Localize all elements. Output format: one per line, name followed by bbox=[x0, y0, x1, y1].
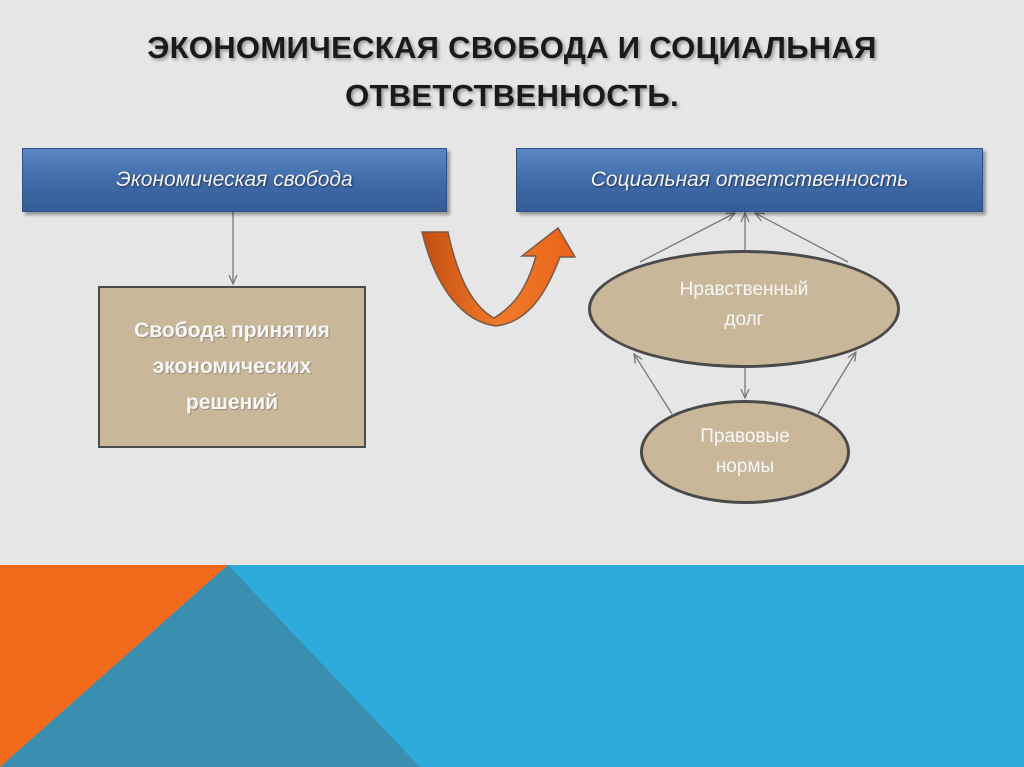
title-line-2: ОТВЕТСТВЕННОСТЬ. bbox=[345, 78, 679, 113]
slide-title: ЭКОНОМИЧЕСКАЯ СВОБОДА И СОЦИАЛЬНАЯ ОТВЕТ… bbox=[60, 24, 964, 120]
connector-moral-right-to-social bbox=[755, 213, 849, 263]
curved-u-arrow-icon bbox=[421, 226, 577, 327]
decorative-bottom-band bbox=[0, 565, 1024, 767]
moral-duty-ellipse: Нравственный долг bbox=[588, 250, 900, 368]
legal-norms-label: Правовые нормы bbox=[700, 426, 790, 477]
moral-duty-label: Нравственный долг bbox=[679, 279, 809, 330]
economic-freedom-box: Экономическая свобода bbox=[22, 148, 447, 212]
social-responsibility-label: Социальная ответственность bbox=[590, 168, 909, 191]
social-responsibility-box: Социальная ответственность bbox=[516, 148, 983, 212]
legal-norms-ellipse: Правовые нормы bbox=[640, 400, 850, 504]
connector-moral-left-to-social bbox=[639, 213, 735, 263]
economic-freedom-label: Экономическая свобода bbox=[116, 168, 353, 191]
decision-freedom-label: Свобода принятия экономических решений bbox=[134, 319, 330, 414]
connector-law-left-to-moral bbox=[634, 354, 673, 415]
title-line-1: ЭКОНОМИЧЕСКАЯ СВОБОДА И СОЦИАЛЬНАЯ bbox=[147, 30, 877, 65]
decision-freedom-box: Свобода принятия экономических решений bbox=[98, 286, 366, 448]
connector-law-right-to-moral bbox=[817, 352, 856, 415]
